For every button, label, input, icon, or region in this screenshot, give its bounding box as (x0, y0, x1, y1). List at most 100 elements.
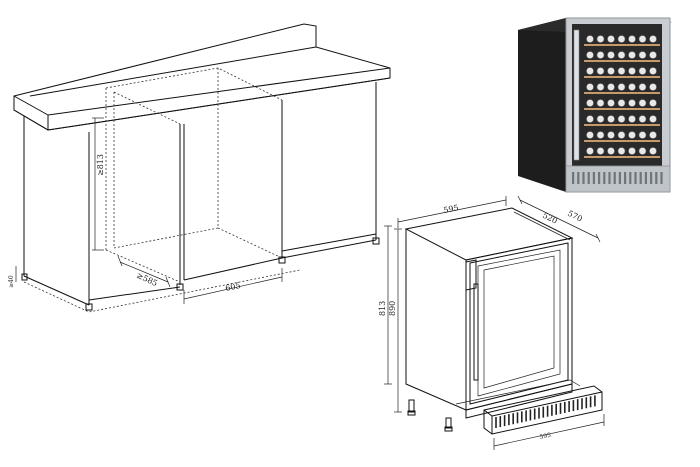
bottle-end (649, 83, 657, 91)
bottle-end (638, 147, 647, 155)
bottle-end (628, 51, 636, 59)
bottle-end (607, 83, 615, 91)
base-grille (565, 165, 671, 193)
shelves (584, 35, 660, 158)
grille-slot (577, 172, 580, 184)
countertop (13, 23, 391, 131)
dim-niche-depth: ≥585 (117, 255, 171, 288)
grille-slot (608, 172, 611, 184)
bottle-end (638, 67, 647, 75)
bottle-end (628, 99, 636, 107)
bottle-end (638, 35, 647, 43)
bottle-end (617, 35, 626, 43)
bottle-end (638, 99, 647, 107)
kickplate-label: 595 (539, 432, 552, 441)
bottle-end (596, 35, 605, 43)
shelf-plank (584, 124, 660, 126)
bottle-end (617, 99, 626, 107)
bottle-end (649, 51, 657, 59)
shelf-plank (584, 140, 660, 142)
dim-width: 595 (397, 196, 507, 228)
bottle-end (649, 131, 657, 139)
shelf-plank (584, 76, 660, 78)
grille-slot (624, 172, 627, 184)
grille-slot (650, 172, 653, 184)
bottle-end (586, 99, 594, 107)
bottle-end (638, 83, 647, 91)
dim-niche-width: 605 (183, 268, 283, 304)
right-cabinet (278, 82, 380, 264)
bottle-end (596, 67, 605, 75)
niche-height-label: ≥813 (96, 154, 105, 176)
bottle-end (649, 147, 657, 155)
bottle-end (586, 67, 594, 75)
height-min-label: 813 (378, 301, 387, 316)
wine-cooler-photo (518, 17, 672, 193)
bottle-end (596, 51, 605, 59)
grille-slot (644, 172, 647, 184)
bottle-end (607, 147, 615, 155)
bottle-end (649, 67, 657, 75)
niche-width-label: 605 (225, 281, 242, 293)
bottle-end (628, 131, 636, 139)
grille-slot (634, 172, 637, 184)
bottle-end (607, 99, 615, 107)
bottle-end (617, 147, 626, 155)
grille-slot (618, 172, 621, 184)
shelf-plank (584, 44, 660, 46)
bottle-end (617, 131, 626, 139)
bottle-end (607, 131, 615, 139)
bottle-end (638, 131, 647, 139)
bottle-end (586, 115, 594, 123)
shelf-plank (584, 92, 660, 94)
niche-outline (105, 67, 283, 283)
dim-left: ≥40 (8, 266, 17, 288)
bottle-end (649, 99, 657, 107)
bottle-end (586, 147, 594, 155)
bottle-end (586, 83, 594, 91)
grille-slots (572, 172, 663, 184)
bottle-end (607, 51, 615, 59)
depth-total-label: 570 (566, 209, 584, 224)
bottle-end (628, 83, 636, 91)
grille-slot (655, 172, 658, 184)
bottle-end (607, 67, 615, 75)
dim-kickplate: 595 (493, 414, 605, 450)
dim-height-min: 813 (378, 225, 392, 385)
bottle-end (638, 115, 647, 123)
bottle-end (586, 35, 594, 43)
grille-slot (629, 172, 632, 184)
kickplate-slots (495, 395, 596, 428)
grille-slot (572, 172, 575, 184)
bottle-end (617, 67, 626, 75)
cooler-drawing: 595 570 520 813 890 (378, 195, 605, 450)
left-label: ≥40 (8, 275, 15, 288)
bottle-end (617, 51, 626, 59)
height-max-label: 890 (388, 301, 397, 316)
grille-slot (592, 172, 595, 184)
bottle-end (617, 83, 626, 91)
grille-slot (582, 172, 585, 184)
grille-slot (587, 172, 590, 184)
shelf-plank (584, 156, 660, 158)
grille-slot (660, 172, 663, 184)
bottle-end (607, 115, 615, 123)
shelf-plank (584, 60, 660, 62)
bottle-end (628, 67, 636, 75)
bottle-end (628, 115, 636, 123)
kickplate (483, 385, 603, 435)
grille-slot (639, 172, 642, 184)
bottle-end (596, 99, 605, 107)
bottle-end (596, 83, 605, 91)
door-handle (573, 29, 580, 161)
shelf-plank (584, 108, 660, 110)
bottle-end (649, 35, 657, 43)
bottle-end (596, 147, 605, 155)
bottle-end (596, 115, 605, 123)
dim-depth-body: 520 (513, 211, 571, 241)
bottle-end (586, 51, 594, 59)
dim-niche-height: ≥813 (92, 117, 105, 251)
grille-slot (613, 172, 616, 184)
cabinet-drawing: ≥813 ≥585 605 ≥40 (8, 23, 391, 313)
dim-depth-total: 570 (517, 195, 601, 243)
